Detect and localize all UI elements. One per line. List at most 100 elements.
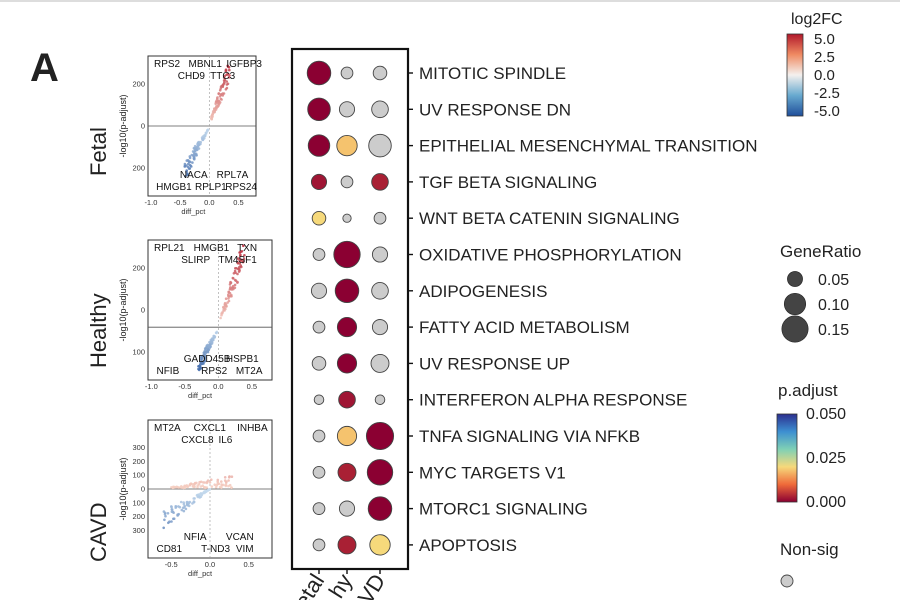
volcano-point — [218, 95, 222, 98]
gene-ratio-key-label: 0.10 — [818, 297, 849, 314]
volcano-point — [188, 160, 191, 164]
dot-interferon-alpha-response-healthy — [338, 390, 356, 409]
volcano-point — [242, 257, 246, 261]
volcano-point — [224, 483, 228, 487]
p-adjust-tick-label: 0.050 — [806, 406, 846, 423]
volcano-point — [225, 83, 229, 86]
volcano-point — [238, 259, 241, 262]
volcano-point — [234, 267, 237, 270]
volcano-point — [199, 366, 203, 370]
volcano-point — [228, 68, 231, 72]
volcano-point — [173, 485, 176, 489]
volcano-point — [172, 517, 176, 520]
gene-label: NFIB — [156, 366, 179, 377]
volcano-point — [229, 286, 232, 289]
volcano-point — [187, 501, 191, 504]
pathway-label-wnt-beta-catenin-signaling: WNT BETA CATENIN SIGNALING — [419, 209, 680, 228]
gene-label: HMGB1 — [194, 243, 230, 254]
x-tick-label-cavd: VD — [353, 569, 390, 600]
dot-oxidative-phosphorylation-cavd — [371, 246, 389, 263]
dot-tgf-beta-signaling-cavd — [371, 173, 389, 191]
gene-label: CXCL1 — [194, 423, 227, 434]
volcano-point — [228, 483, 232, 487]
volcano-point — [227, 297, 230, 300]
volcano-point — [188, 167, 192, 170]
volcano-point — [206, 479, 210, 482]
volcano-point — [205, 481, 209, 485]
volcano-point — [202, 481, 205, 484]
volcano-point — [201, 492, 204, 495]
volcano-point — [186, 159, 190, 162]
volcano-point — [217, 482, 221, 486]
volcano-point — [164, 514, 167, 518]
gene-label: CD81 — [156, 544, 182, 555]
non-sig-key-dot — [780, 574, 794, 588]
gene-label: GADD45B — [184, 354, 231, 365]
pathway-label-mtorc1-signaling: MTORC1 SIGNALING — [419, 500, 588, 519]
gene-label: RPL21 — [154, 243, 185, 254]
gene-label: RPL7A — [217, 170, 249, 181]
volcano-point — [223, 306, 226, 310]
dot-adipogenesis-healthy — [334, 278, 360, 304]
volcano-point — [242, 244, 245, 248]
volcano-point — [199, 495, 203, 499]
volcano-point — [180, 486, 184, 489]
volcano-point — [191, 502, 194, 505]
volcano-point — [230, 475, 234, 479]
dot-myc-targets-v1-cavd — [366, 459, 394, 486]
dot-epithelial-mesenchymal-transition-cavd — [368, 133, 392, 158]
volcano-point — [220, 480, 223, 483]
volcano-point — [227, 479, 230, 482]
dot-myc-targets-v1-fetal — [312, 465, 326, 479]
volcano-xlabel: diff_pct — [188, 391, 213, 400]
gene-label: VIM — [236, 544, 254, 555]
volcano-point — [183, 484, 186, 488]
volcano-point — [222, 308, 225, 312]
dot-plot-frame — [290, 47, 410, 571]
dot-mtorc1-signaling-healthy — [338, 500, 356, 517]
gene-ratio-key-label: 0.15 — [818, 322, 849, 339]
volcano-point — [220, 483, 223, 486]
volcano-y-tick-label: 0 — [141, 306, 145, 315]
pathway-label-tnfa-signaling-via-nfkb: TNFA SIGNALING VIA NFKB — [419, 427, 640, 446]
volcano-point — [236, 262, 240, 265]
volcano-y-tick-label: 200 — [132, 80, 145, 89]
volcano-point — [222, 92, 226, 95]
dot-interferon-alpha-response-fetal — [313, 394, 325, 405]
gene-label: RPS24 — [225, 182, 257, 193]
volcano-point — [203, 490, 206, 493]
volcano-point — [223, 479, 227, 482]
volcano-xlabel: diff_pct — [188, 569, 213, 578]
volcano-point — [215, 106, 218, 109]
volcano-point — [196, 493, 199, 497]
dot-mitotic-spindle-healthy — [340, 66, 354, 80]
dot-uv-response-dn-fetal — [307, 97, 331, 122]
volcano-point — [229, 281, 232, 285]
volcano-point — [219, 316, 222, 320]
volcano-x-tick-label: -1.0 — [144, 198, 157, 207]
log2fc-tick-label: 2.5 — [814, 49, 835, 66]
dot-wnt-beta-catenin-signaling-healthy — [342, 213, 352, 223]
non-sig-legend-title: Non-sig — [780, 540, 839, 559]
dot-adipogenesis-cavd — [371, 282, 389, 300]
volcano-point — [196, 484, 199, 487]
dot-apoptosis-healthy — [337, 535, 357, 555]
dot-apoptosis-fetal — [312, 538, 326, 552]
pathway-label-mitotic-spindle: MITOTIC SPINDLE — [419, 64, 566, 83]
volcano-point — [201, 361, 204, 364]
volcano-point — [186, 165, 190, 169]
volcano-point — [233, 278, 237, 282]
panel-letter: A — [30, 46, 59, 90]
volcano-point — [236, 272, 239, 276]
gene-label: IGFBP3 — [226, 59, 262, 70]
pathway-label-adipogenesis: ADIPOGENESIS — [419, 282, 547, 301]
volcano-point — [216, 480, 219, 484]
gene-label: RPS2 — [154, 59, 181, 70]
log2fc-tick-label: 0.0 — [814, 67, 835, 84]
volcano-point — [178, 505, 182, 509]
dot-uv-response-dn-cavd — [371, 100, 389, 119]
volcano-point — [192, 500, 196, 504]
dot-apoptosis-cavd — [369, 534, 391, 556]
